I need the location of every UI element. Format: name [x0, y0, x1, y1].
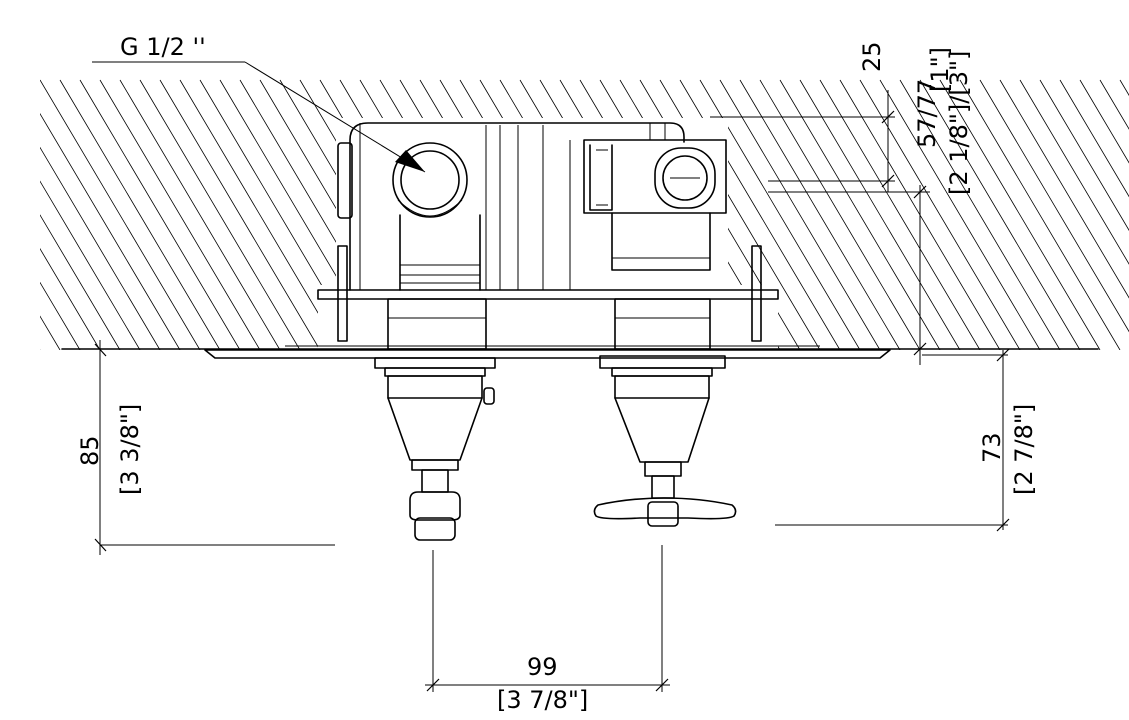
hatch-line: [79, 79, 241, 350]
hatch-line: [1059, 79, 1129, 198]
hatch-line: [1079, 79, 1129, 164]
dim-bottom-in-label: [3 7/8"]: [497, 686, 588, 714]
hatch-line: [99, 79, 261, 350]
thread-leader: [92, 61, 426, 173]
hatch-line: [979, 79, 1129, 333]
hatch-line: [1099, 79, 1129, 130]
hatch-line: [1019, 79, 1129, 265]
dim-right: [775, 348, 1010, 532]
hatch-line: [40, 315, 61, 350]
hatch-line: [179, 79, 341, 350]
hatch-line: [40, 214, 121, 350]
dim-left: [94, 340, 335, 555]
hatch-line: [719, 79, 881, 350]
hatch-line: [799, 79, 961, 350]
hatch-line: [0, 80, 20, 350]
dim-bottom: [425, 545, 670, 692]
hatch-line: [1119, 79, 1129, 96]
hatch-line: [40, 349, 41, 350]
body-mask: [318, 118, 778, 350]
dim-top-right: [710, 90, 930, 365]
hatch-line: [879, 79, 1041, 350]
dim-right-in-label: [2 7/8"]: [1010, 404, 1038, 495]
hatch-line: [919, 79, 1081, 350]
hatch-line: [40, 247, 101, 350]
hatch-line: [40, 281, 81, 350]
hatch-line: [119, 79, 281, 350]
thread-label: G 1/2 '': [120, 33, 206, 61]
dim-top-2-label: 57/77: [913, 79, 941, 148]
hatch-line: [779, 79, 941, 350]
hatch-line: [819, 79, 981, 350]
hatch-line: [40, 146, 161, 350]
mixer-body: [337, 122, 727, 291]
dim-left-in-label: [3 3/8"]: [116, 404, 144, 495]
hatch-line: [959, 79, 1121, 350]
hatch-line: [939, 79, 1101, 350]
hatch-line: [159, 79, 321, 350]
hatch-line: [859, 79, 1021, 350]
hatch-line: [759, 79, 921, 350]
hatch-line: [40, 79, 201, 350]
dim-right-mm-label: 73: [978, 432, 1006, 463]
hatch-line: [899, 79, 1061, 350]
hatch-line: [40, 180, 141, 350]
left-spout: [374, 357, 496, 541]
mounting-plate: [317, 245, 779, 350]
right-handle: [593, 355, 737, 527]
dim-top-1-label: 25: [858, 41, 886, 72]
hatch-line: [1039, 79, 1129, 231]
dim-top-4-label: [2 1/8"]/[3"]: [945, 51, 973, 195]
dim-top-3-label: [1"]: [926, 47, 954, 92]
hatch-line: [40, 112, 181, 350]
cover-plate: [204, 345, 891, 359]
hatch-line: [999, 79, 1129, 299]
dim-bottom-mm-label: 99: [527, 653, 558, 681]
dim-left-mm-label: 85: [76, 435, 104, 466]
hatch-line: [739, 79, 901, 350]
hatch-line: [139, 79, 301, 350]
hatch-line: [59, 79, 221, 350]
